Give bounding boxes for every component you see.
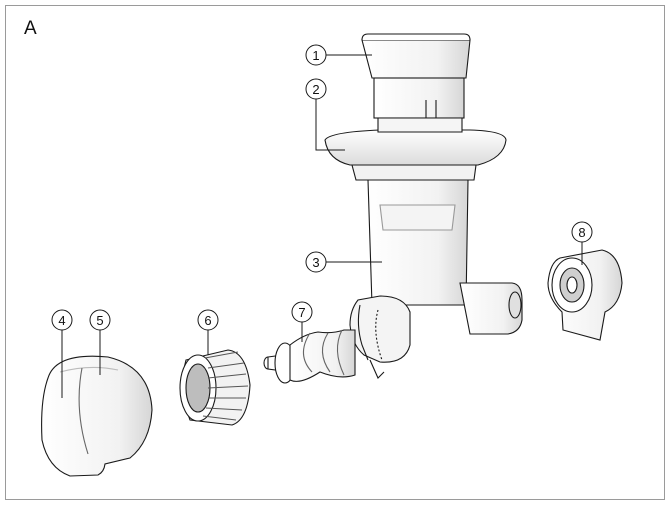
callout-4-label: 4 xyxy=(58,313,65,328)
callout-7-label: 7 xyxy=(298,305,305,320)
grinder-housing xyxy=(349,164,523,379)
callout-2-label: 2 xyxy=(312,82,319,97)
worm-shaft xyxy=(263,329,356,384)
callout-1: 1 xyxy=(305,44,372,66)
tray-collar xyxy=(324,117,507,166)
callout-4: 4 xyxy=(51,309,73,398)
end-cap xyxy=(41,355,153,477)
callout-6: 6 xyxy=(197,309,219,355)
callout-3-label: 3 xyxy=(312,255,319,270)
panel-label: A xyxy=(24,18,37,39)
callout-7: 7 xyxy=(291,301,313,342)
drive-coupling xyxy=(547,249,623,341)
callout-8-label: 8 xyxy=(578,225,585,240)
callout-8: 8 xyxy=(571,221,593,265)
callout-2: 2 xyxy=(305,78,345,151)
callout-5-label: 5 xyxy=(96,313,103,328)
figure-frame xyxy=(5,5,665,500)
callout-3: 3 xyxy=(305,251,382,273)
callout-6-label: 6 xyxy=(204,313,211,328)
callout-5: 5 xyxy=(89,309,111,375)
callout-1-label: 1 xyxy=(312,48,319,63)
grinding-disc xyxy=(179,349,251,426)
